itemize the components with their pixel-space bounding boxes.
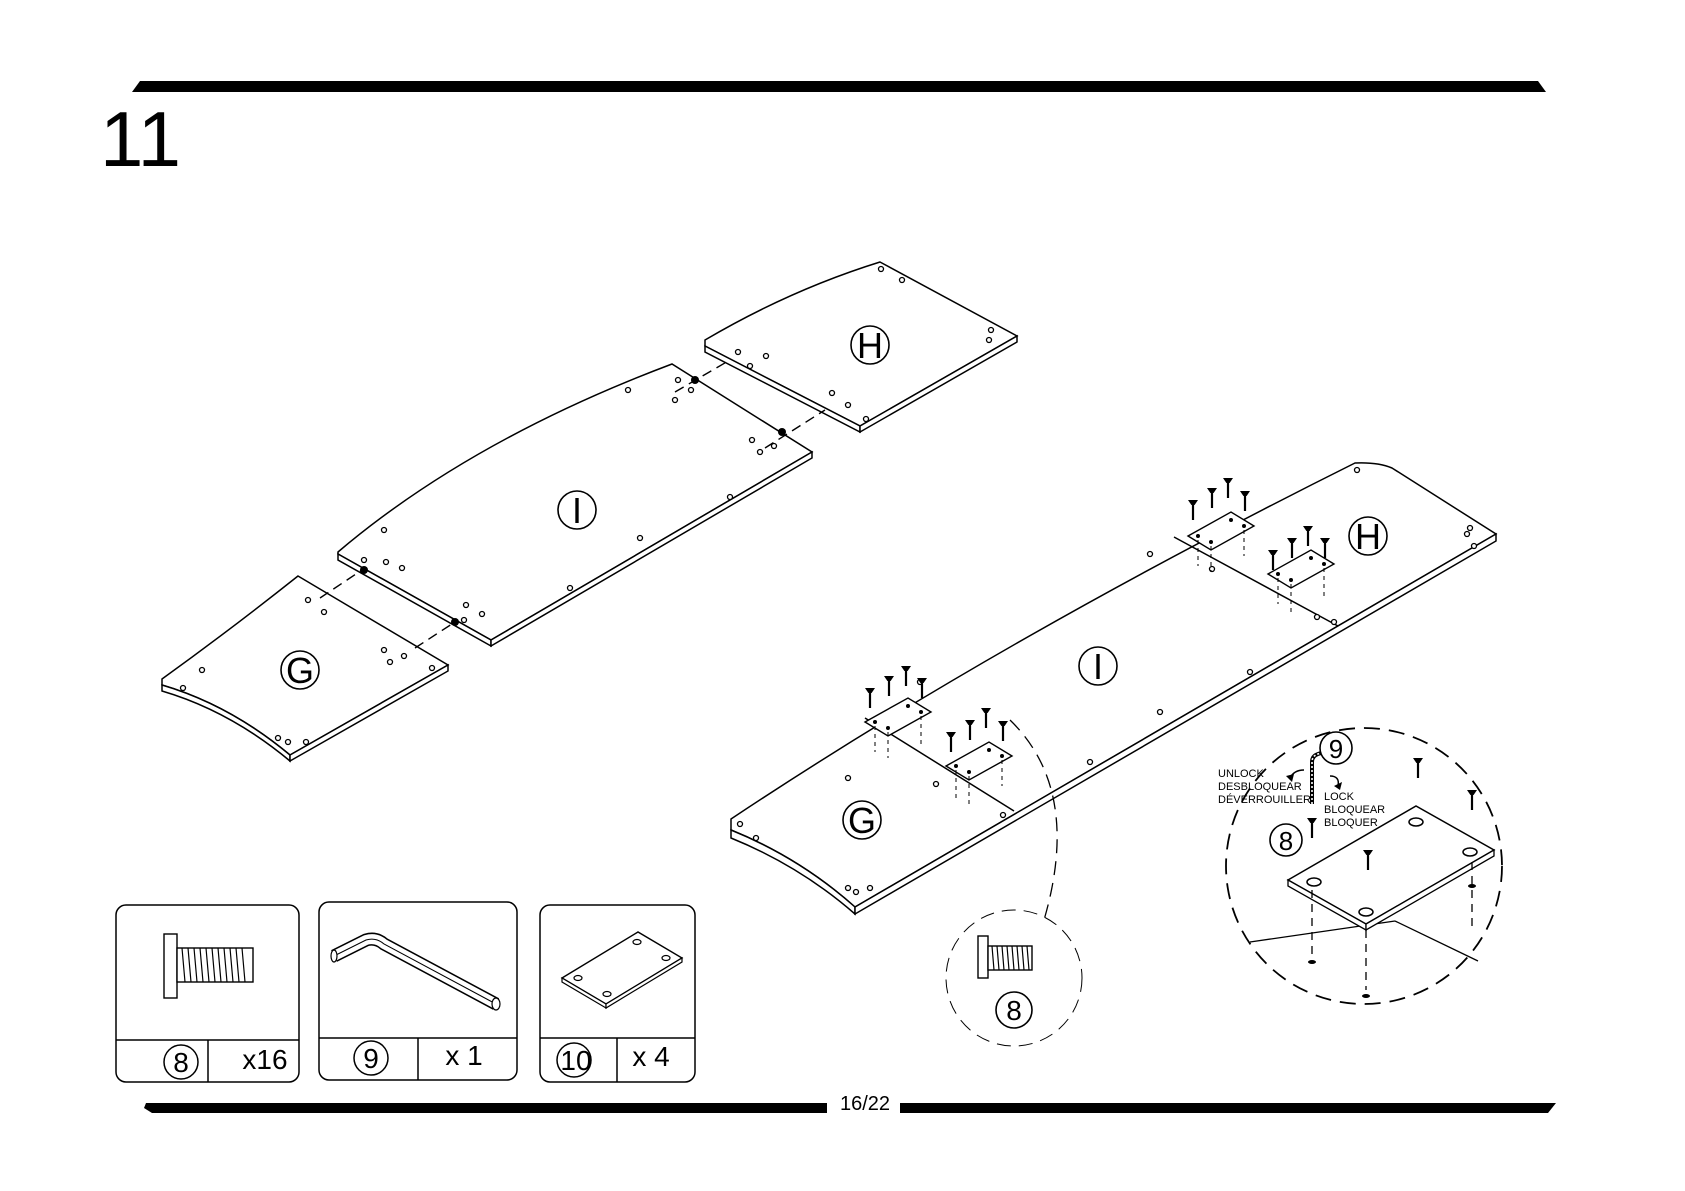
hex-key-icon xyxy=(331,939,500,1010)
lock-label-fr: BLOQUER xyxy=(1324,817,1378,829)
label-h-assembled: H xyxy=(1355,516,1381,557)
part-9-qty: x 1 xyxy=(445,1040,482,1071)
detail-screw-id: 8 xyxy=(1279,826,1293,856)
part-9-id: 9 xyxy=(363,1043,379,1074)
step-number: 11 xyxy=(100,100,181,178)
callout-part-id: 8 xyxy=(1006,995,1022,1026)
footer-bar-left xyxy=(144,1103,827,1113)
part-10-qty: x 4 xyxy=(632,1041,669,1072)
unlock-label-es: DESBLOQUEAR xyxy=(1218,781,1302,793)
label-g-assembled: G xyxy=(848,800,876,841)
header-bar xyxy=(132,81,1546,92)
detail-circle xyxy=(1226,728,1502,1004)
part-8-qty: x16 xyxy=(242,1044,287,1075)
bolt-icon xyxy=(164,934,253,998)
part-10-id: 10 xyxy=(560,1045,591,1076)
page-number: 16/22 xyxy=(830,1091,900,1117)
footer-bar-right xyxy=(893,1103,1556,1113)
unlock-label: UNLOCK xyxy=(1218,768,1265,780)
connector-plate-icon xyxy=(562,932,682,1008)
label-h-top: H xyxy=(857,325,883,366)
lock-label: LOCK xyxy=(1324,791,1355,803)
label-g-top: G xyxy=(286,650,314,691)
detail-tool-id: 9 xyxy=(1329,734,1343,764)
unlock-label-fr: DÉVERROUILLER xyxy=(1218,793,1311,806)
lock-label-es: BLOQUEAR xyxy=(1324,804,1385,816)
label-i-assembled: I xyxy=(1093,646,1103,687)
label-i-top: I xyxy=(572,490,582,531)
part-8-id: 8 xyxy=(173,1047,189,1078)
parts-box-9 xyxy=(319,902,517,1080)
